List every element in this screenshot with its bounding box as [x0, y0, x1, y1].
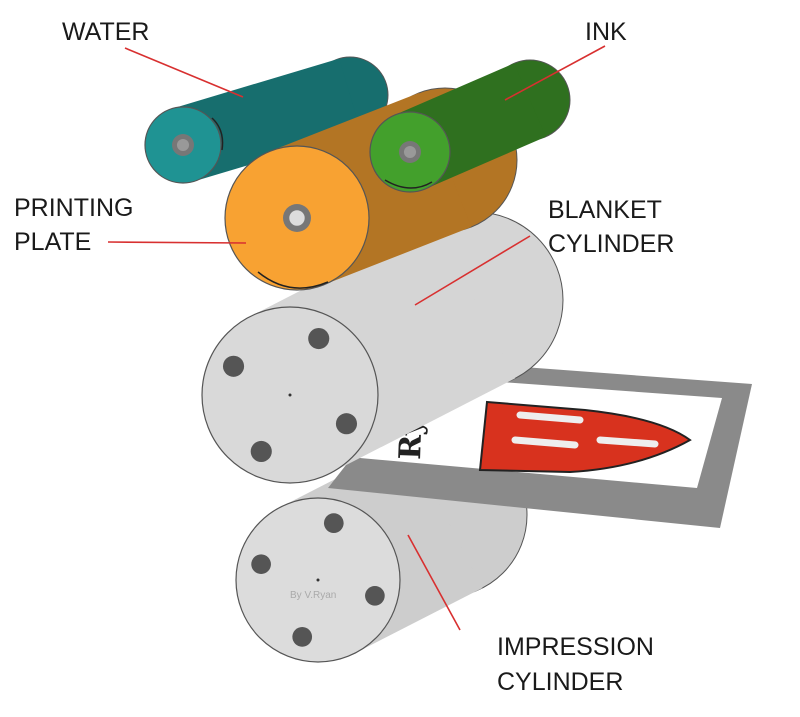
rotation-arrow-icon [211, 117, 224, 151]
leader-lines [107, 45, 606, 631]
center-dot [288, 393, 292, 397]
axle-center [403, 145, 417, 159]
watermark: By V.Ryan [290, 590, 336, 601]
bolt [335, 413, 358, 435]
rotation-arrow-icon [257, 271, 329, 289]
label-ink: INK [585, 18, 627, 46]
bolt [323, 513, 344, 533]
bolt [365, 585, 385, 606]
label-impression-line1: IMPRESSION [497, 633, 654, 661]
ink-roller [369, 59, 571, 193]
center-dot [316, 578, 320, 582]
bolt [308, 327, 330, 350]
axle-center [176, 138, 190, 152]
bolt [222, 355, 245, 377]
label-blanket-line2: CYLINDER [548, 230, 674, 258]
label-printing-plate-line2: PLATE [14, 228, 91, 256]
bolt [250, 440, 272, 463]
bolt [292, 627, 313, 647]
bolt [251, 554, 271, 575]
label-printing-plate-line1: PRINTING [14, 194, 133, 222]
label-impression-line2: CYLINDER [497, 668, 623, 696]
label-blanket-line1: BLANKET [548, 196, 662, 224]
water-roller [144, 56, 389, 184]
axle-center [289, 210, 305, 226]
label-water: WATER [62, 18, 150, 46]
rotation-arrow-icon [384, 179, 433, 189]
